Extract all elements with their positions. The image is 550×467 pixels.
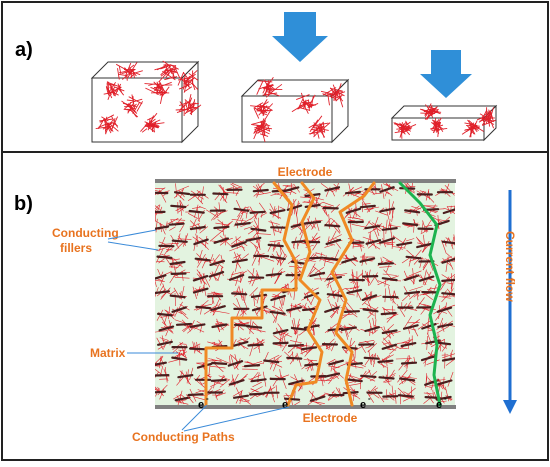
svg-text:-: - <box>444 394 447 403</box>
svg-text:e: e <box>282 399 288 411</box>
current-flow-label: Current flow <box>503 231 517 302</box>
fully-compressed-composite-block <box>392 104 496 141</box>
conducting-fillers-label-line1: Conducting <box>52 226 119 240</box>
top-electrode-label: Electrode <box>278 165 333 179</box>
conducting-paths-label: Conducting Paths <box>132 430 235 444</box>
matrix-label: Matrix <box>90 346 126 360</box>
svg-text:e: e <box>436 399 442 411</box>
bottom-electrode-label: Electrode <box>303 411 358 425</box>
panel-a-label: a) <box>15 39 33 61</box>
svg-text:-: - <box>206 394 209 403</box>
svg-text:e: e <box>360 399 366 411</box>
uncompressed-composite-block <box>92 61 201 142</box>
panel-b-label: b) <box>14 193 33 215</box>
half-compressed-composite-block <box>242 77 348 142</box>
conducting-fillers-label-line2: fillers <box>60 241 92 255</box>
svg-text:-: - <box>368 394 371 403</box>
svg-text:-: - <box>290 394 293 403</box>
